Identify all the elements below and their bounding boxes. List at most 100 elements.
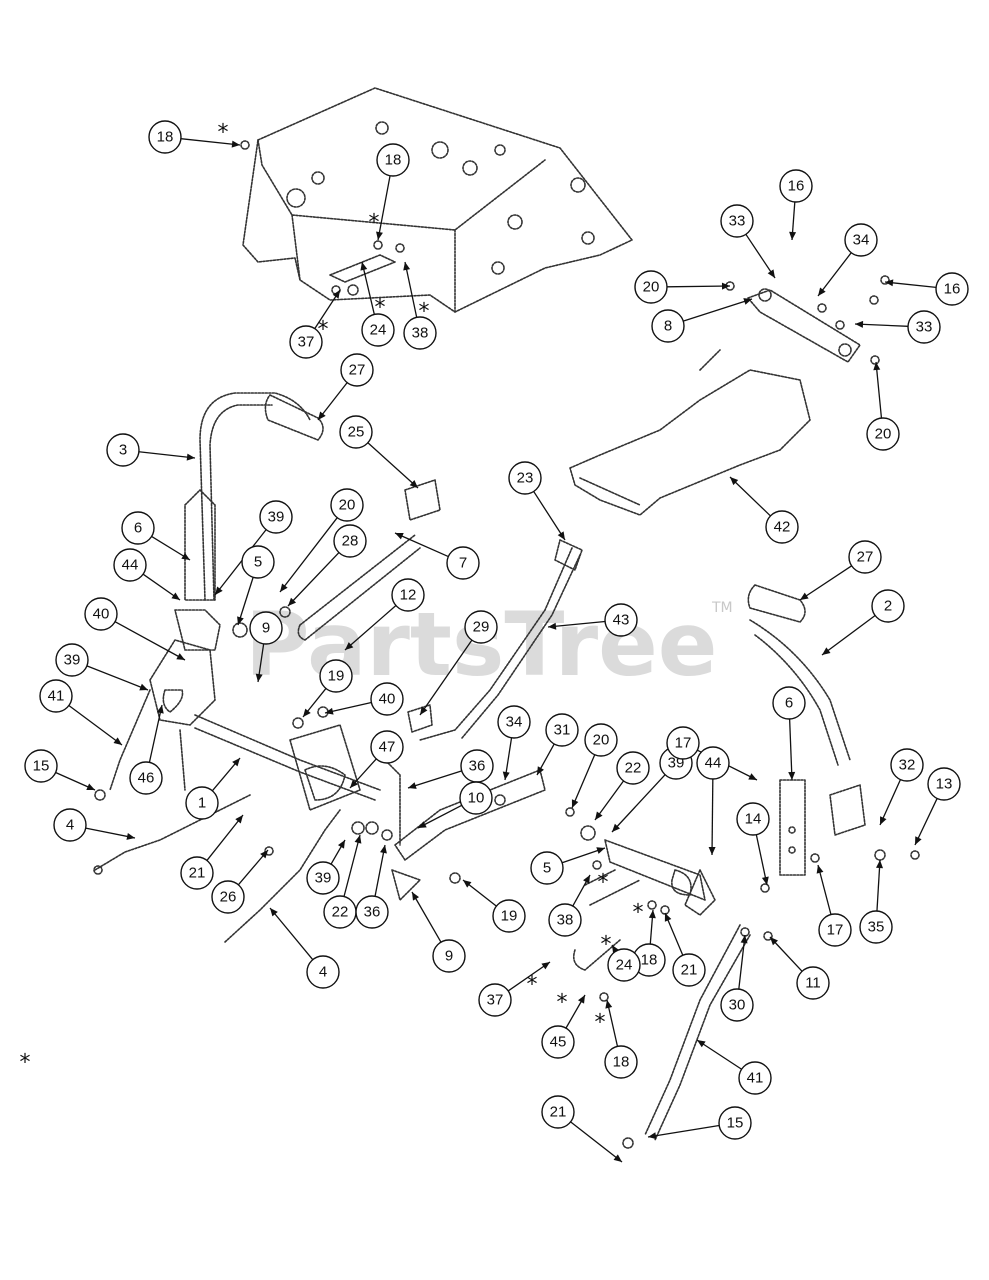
callout-25[interactable]: 25 — [339, 415, 373, 449]
callout-4[interactable]: 4 — [53, 808, 87, 842]
callout-47[interactable]: 47 — [370, 730, 404, 764]
callout-22[interactable]: 22 — [616, 751, 650, 785]
callout-24[interactable]: 24 — [607, 948, 641, 982]
callout-22[interactable]: 22 — [323, 895, 357, 929]
callout-15[interactable]: 15 — [24, 749, 58, 783]
leader-arrowhead — [664, 913, 672, 922]
callout-13[interactable]: 13 — [927, 767, 961, 801]
callout-37[interactable]: 37 — [478, 983, 512, 1017]
callout-20[interactable]: 20 — [584, 723, 618, 757]
callout-18[interactable]: 18 — [148, 120, 182, 154]
callout-17[interactable]: 17 — [666, 726, 700, 760]
leader-arrowhead — [380, 845, 387, 854]
callout-34[interactable]: 34 — [497, 705, 531, 739]
callout-4[interactable]: 4 — [306, 955, 340, 989]
callout-5[interactable]: 5 — [241, 545, 275, 579]
callout-40[interactable]: 40 — [370, 682, 404, 716]
leader-arrowhead — [822, 647, 831, 655]
callout-20[interactable]: 20 — [634, 270, 668, 304]
leader-line-44 — [711, 778, 714, 856]
callout-18[interactable]: 18 — [376, 143, 410, 177]
leader-arrowhead — [743, 298, 752, 305]
callout-30[interactable]: 30 — [720, 988, 754, 1022]
callout-33[interactable]: 33 — [720, 204, 754, 238]
callout-39[interactable]: 39 — [306, 861, 340, 895]
callout-20[interactable]: 20 — [330, 488, 364, 522]
callout-11[interactable]: 11 — [796, 966, 830, 1000]
callout-bubble — [604, 603, 638, 637]
callout-26[interactable]: 26 — [211, 880, 245, 914]
callout-46[interactable]: 46 — [129, 761, 163, 795]
callout-36[interactable]: 36 — [355, 895, 389, 929]
callout-33[interactable]: 33 — [907, 310, 941, 344]
callout-29[interactable]: 29 — [464, 610, 498, 644]
callout-16[interactable]: 16 — [779, 169, 813, 203]
callout-9[interactable]: 9 — [432, 939, 466, 973]
callout-24[interactable]: 24 — [361, 313, 395, 347]
leader-arrowhead — [255, 673, 263, 682]
callout-38[interactable]: 38 — [548, 903, 582, 937]
callout-44[interactable]: 44 — [696, 746, 730, 780]
callout-label: 8 — [664, 318, 672, 335]
callout-19[interactable]: 19 — [492, 899, 526, 933]
callout-15[interactable]: 15 — [718, 1106, 752, 1140]
callout-39[interactable]: 39 — [259, 500, 293, 534]
callout-34[interactable]: 34 — [844, 223, 878, 257]
callout-7[interactable]: 7 — [446, 546, 480, 580]
callout-35[interactable]: 35 — [859, 910, 893, 944]
callout-21[interactable]: 21 — [672, 953, 706, 987]
leader-arrowhead — [548, 622, 557, 630]
callout-18[interactable]: 18 — [604, 1045, 638, 1079]
callout-32[interactable]: 32 — [890, 748, 924, 782]
callout-31[interactable]: 31 — [545, 713, 579, 747]
callout-41[interactable]: 41 — [39, 679, 73, 713]
callout-16[interactable]: 16 — [935, 272, 969, 306]
callout-27[interactable]: 27 — [340, 353, 374, 387]
callout-label: 40 — [379, 691, 396, 708]
callout-36[interactable]: 36 — [460, 749, 494, 783]
callout-38[interactable]: 38 — [403, 316, 437, 350]
callout-2[interactable]: 2 — [871, 589, 905, 623]
callout-label: 27 — [349, 362, 366, 379]
callout-10[interactable]: 10 — [459, 781, 493, 815]
callout-bubble — [736, 802, 770, 836]
callout-21[interactable]: 21 — [180, 856, 214, 890]
callout-37[interactable]: 37 — [289, 325, 323, 359]
leader-arrowhead — [740, 935, 748, 944]
leader-arrowhead — [708, 846, 716, 855]
callout-bubble — [391, 578, 425, 612]
callout-27[interactable]: 27 — [848, 540, 882, 574]
callout-label: 9 — [445, 948, 453, 965]
callout-6[interactable]: 6 — [772, 686, 806, 720]
callout-21[interactable]: 21 — [541, 1095, 575, 1129]
callout-19[interactable]: 19 — [319, 659, 353, 693]
callout-28[interactable]: 28 — [333, 524, 367, 558]
callout-45[interactable]: 45 — [541, 1025, 575, 1059]
callout-40[interactable]: 40 — [84, 597, 118, 631]
callout-41[interactable]: 41 — [738, 1061, 772, 1095]
callout-14[interactable]: 14 — [736, 802, 770, 836]
callout-44[interactable]: 44 — [113, 548, 147, 582]
callout-39[interactable]: 39 — [55, 643, 89, 677]
callout-12[interactable]: 12 — [391, 578, 425, 612]
callout-5[interactable]: 5 — [530, 851, 564, 885]
leader-arrowhead — [557, 531, 565, 540]
callout-6[interactable]: 6 — [121, 511, 155, 545]
callout-bubble — [866, 417, 900, 451]
callout-8[interactable]: 8 — [651, 309, 685, 343]
callout-20[interactable]: 20 — [866, 417, 900, 451]
asterisk-marker: * — [218, 121, 229, 146]
callout-bubble — [340, 353, 374, 387]
leader-arrowhead — [235, 815, 243, 824]
leader-arrowhead — [761, 876, 769, 885]
callout-9[interactable]: 9 — [249, 611, 283, 645]
callout-bubble — [935, 272, 969, 306]
callout-23[interactable]: 23 — [508, 461, 542, 495]
callout-43[interactable]: 43 — [604, 603, 638, 637]
callout-3[interactable]: 3 — [106, 433, 140, 467]
callout-17[interactable]: 17 — [818, 913, 852, 947]
leader-line-27 — [799, 565, 853, 601]
callout-42[interactable]: 42 — [765, 510, 799, 544]
callout-1[interactable]: 1 — [185, 786, 219, 820]
callout-label: 15 — [33, 758, 50, 775]
